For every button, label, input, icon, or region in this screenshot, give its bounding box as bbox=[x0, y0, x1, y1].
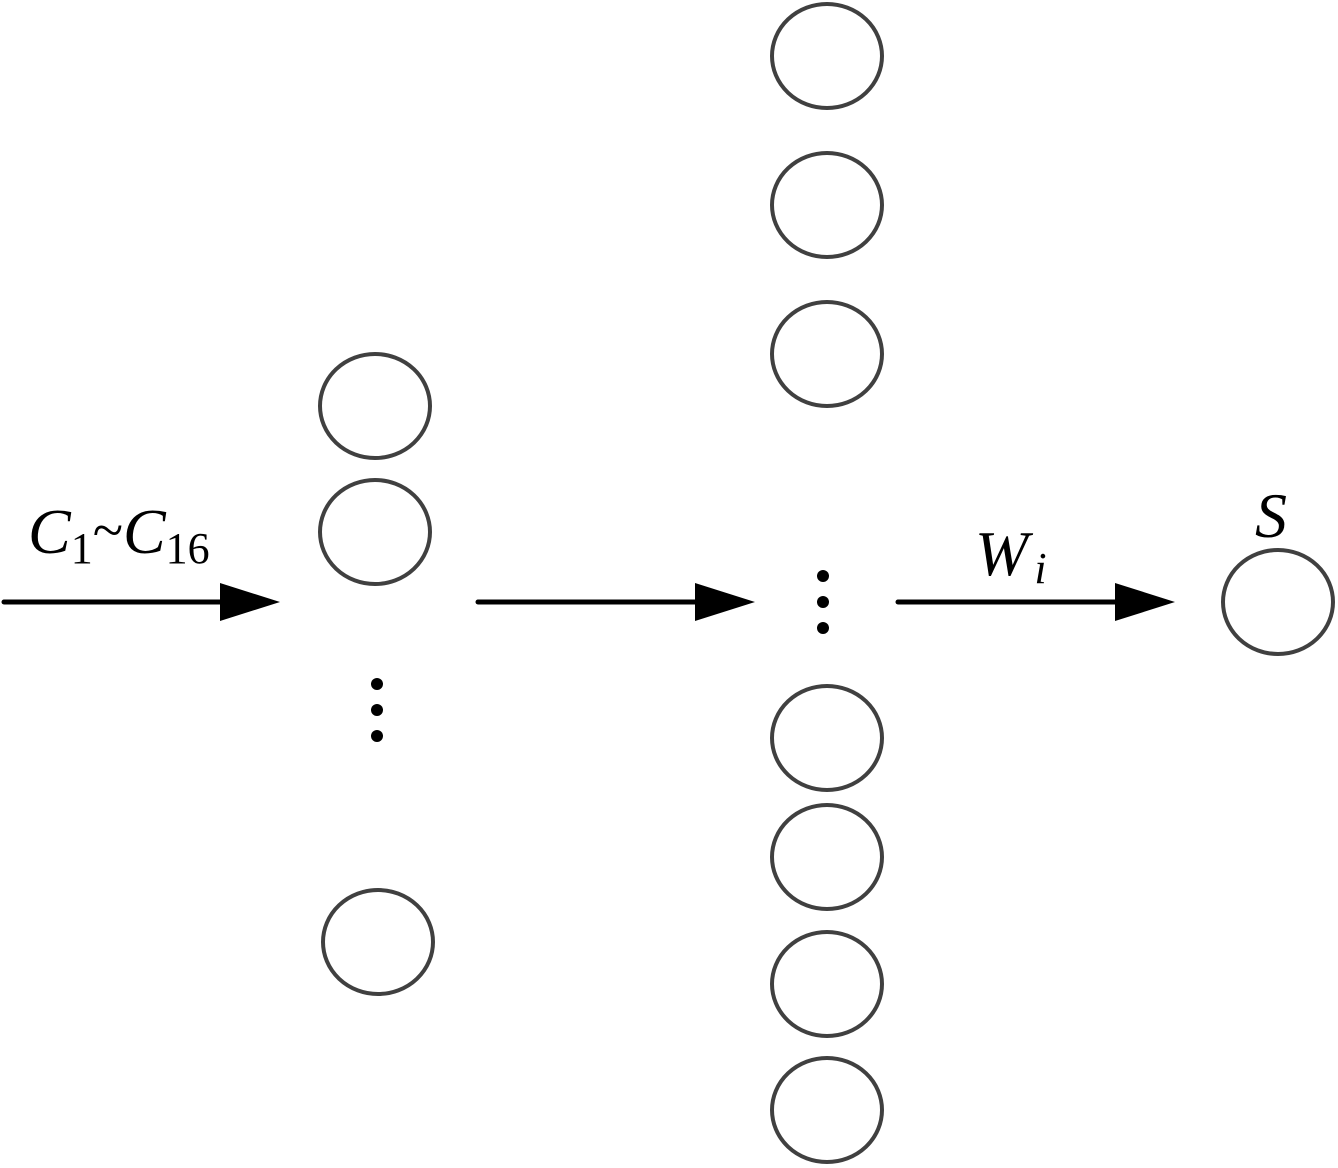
output-label: S bbox=[1255, 480, 1287, 551]
node bbox=[318, 352, 432, 460]
output-arrow bbox=[895, 583, 1175, 621]
node bbox=[770, 2, 884, 110]
node bbox=[770, 1056, 884, 1164]
node bbox=[770, 300, 884, 408]
input-label: C1~C16 bbox=[28, 496, 210, 573]
ellipsis-dots bbox=[817, 570, 829, 634]
middle-arrow bbox=[475, 583, 755, 621]
output-node bbox=[1221, 548, 1335, 656]
node bbox=[770, 803, 884, 911]
input-arrow bbox=[1, 583, 280, 621]
node bbox=[318, 478, 432, 586]
node bbox=[770, 930, 884, 1038]
ellipsis-dots bbox=[371, 678, 383, 742]
hidden-layer-1 bbox=[318, 352, 435, 996]
node bbox=[321, 888, 435, 996]
node bbox=[770, 684, 884, 792]
hidden-layer-2 bbox=[770, 2, 884, 1164]
output-layer: S bbox=[1221, 480, 1335, 656]
node bbox=[770, 151, 884, 259]
